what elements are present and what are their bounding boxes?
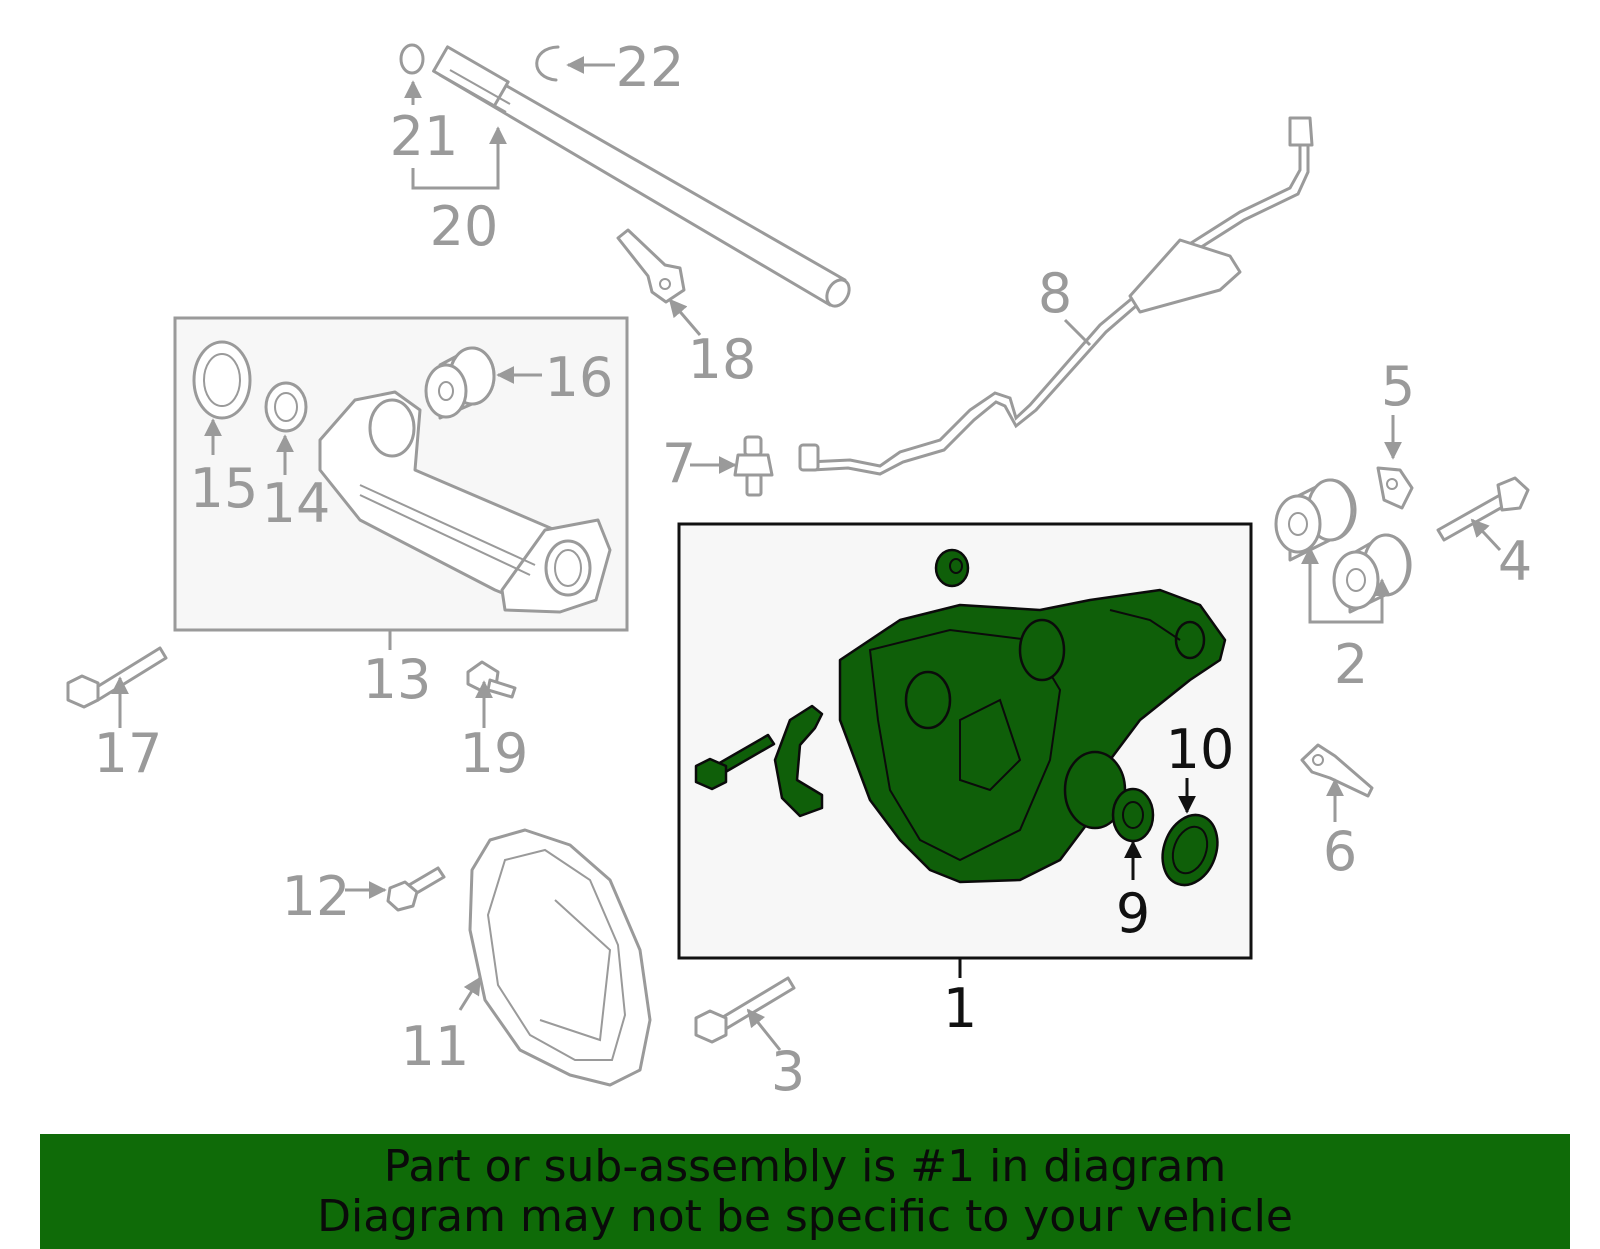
- callout-5: 5: [1381, 355, 1415, 418]
- callout-6: 6: [1323, 820, 1357, 883]
- bolt-part-4: [1436, 476, 1530, 542]
- callout-17: 17: [94, 722, 163, 785]
- cap-bushing-part: [934, 548, 970, 588]
- callout-12: 12: [282, 865, 351, 928]
- callout-22: 22: [616, 36, 685, 99]
- axle-shaft-part: [432, 45, 851, 308]
- bushing-part-2a: [1274, 478, 1357, 562]
- bushing-part-16: [424, 346, 496, 420]
- callout-labels: 1 2 3 4 5 6 7 8 9 10 11 12 13 14 15 16 1…: [94, 36, 1533, 1103]
- bracket-part-18: [616, 228, 686, 304]
- callout-9: 9: [1116, 882, 1150, 945]
- cap-bolt-part: [694, 733, 776, 791]
- callout-20: 20: [430, 195, 499, 258]
- seal-part-15: [192, 340, 252, 420]
- bolt-part-17: [66, 646, 168, 709]
- bushing-part-2b: [1332, 533, 1412, 614]
- carrier-housing-assembly: [838, 588, 1227, 884]
- callout-18: 18: [688, 328, 757, 391]
- callout-15: 15: [190, 457, 259, 520]
- callout-10: 10: [1166, 718, 1235, 781]
- callout-3: 3: [771, 1040, 805, 1103]
- callout-13: 13: [363, 648, 432, 711]
- callout-2: 2: [1334, 633, 1368, 696]
- callout-8: 8: [1038, 262, 1072, 325]
- vent-part: [733, 435, 774, 497]
- callout-4: 4: [1498, 530, 1532, 593]
- bearing-part-9: [1111, 787, 1155, 843]
- callout-11: 11: [401, 1015, 470, 1078]
- callout-16: 16: [545, 346, 614, 409]
- o-ring-part: [399, 43, 425, 75]
- callout-1: 1: [943, 977, 977, 1040]
- bracket-part-6: [1300, 743, 1374, 798]
- banner-line-1: Part or sub-assembly is #1 in diagram: [383, 1140, 1227, 1192]
- differential-cover-part-11: [468, 828, 652, 1087]
- callout-19: 19: [460, 722, 529, 785]
- sensor-harness-part: [798, 116, 1314, 476]
- nut-part-5: [1376, 466, 1414, 510]
- callout-7: 7: [662, 432, 696, 495]
- bearing-cap-part: [773, 704, 824, 818]
- disclaimer-banner: Part or sub-assembly is #1 in diagram Di…: [40, 1134, 1570, 1249]
- leader-lines: [111, 56, 1502, 1051]
- retaining-clip-part: [535, 45, 560, 82]
- bolt-part-3: [694, 976, 796, 1044]
- callout-21: 21: [390, 105, 459, 168]
- bearing-part-14: [264, 381, 308, 433]
- callout-14: 14: [262, 472, 331, 535]
- seal-part-10: [1161, 813, 1219, 887]
- bolt-part-19: [466, 660, 517, 699]
- bolt-part-12: [386, 866, 446, 912]
- banner-line-2: Diagram may not be specific to your vehi…: [317, 1190, 1293, 1242]
- axle-tube-part-13: [318, 390, 612, 614]
